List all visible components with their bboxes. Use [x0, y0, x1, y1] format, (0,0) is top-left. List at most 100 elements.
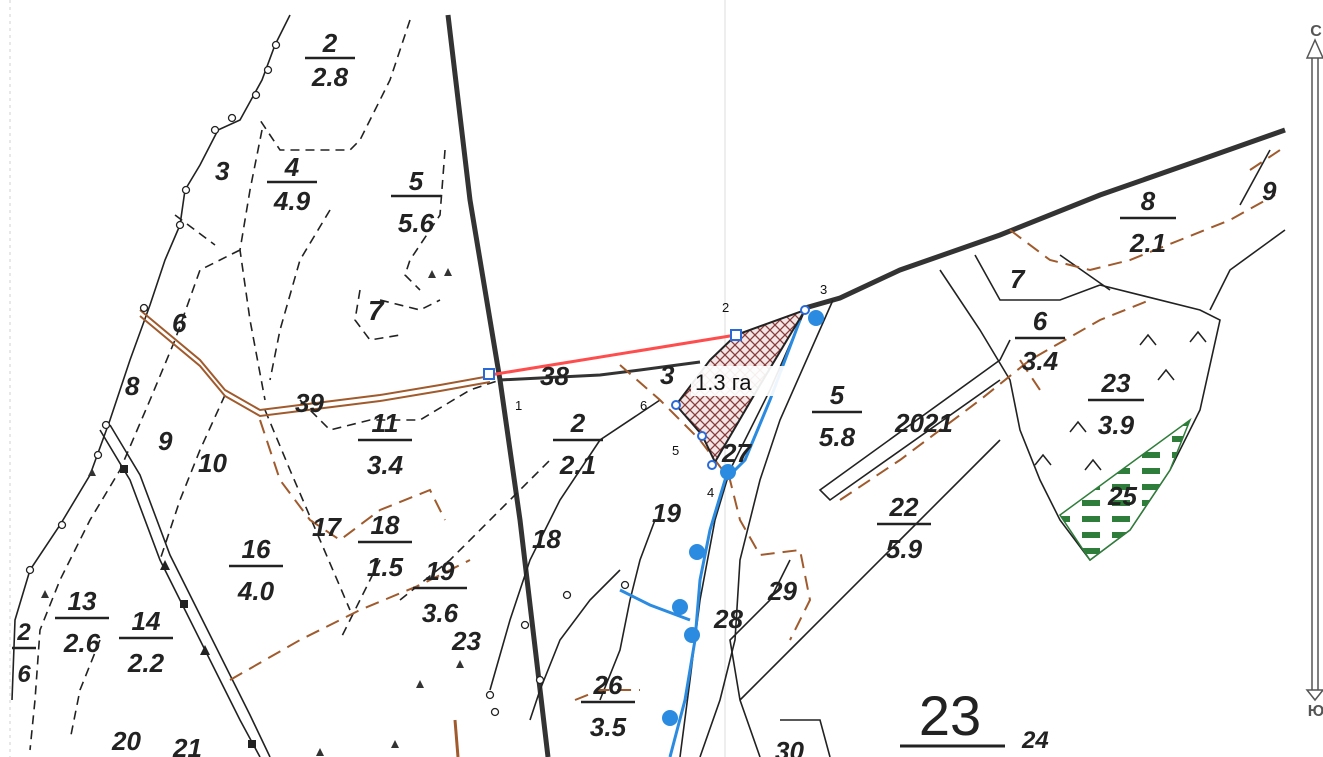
svg-text:3.9: 3.9	[1098, 410, 1135, 440]
fraction-q4: 4 4.9	[267, 152, 317, 216]
svg-text:19: 19	[426, 556, 455, 586]
svg-text:26: 26	[593, 670, 623, 700]
south-label: Ю	[1308, 703, 1323, 720]
label-28: 28	[713, 604, 743, 634]
label-20: 20	[111, 726, 141, 756]
svg-text:2: 2	[570, 408, 586, 438]
label-30: 30	[775, 736, 804, 757]
fraction-q14: 14 2.2	[119, 606, 173, 678]
south-arrow-icon	[1305, 689, 1323, 702]
svg-text:11: 11	[372, 408, 399, 438]
fraction-q19: 19 3.6	[413, 556, 467, 628]
brown-road	[139, 309, 491, 757]
road-markers	[120, 465, 256, 748]
svg-text:5.6: 5.6	[398, 208, 435, 238]
vertex-label-6: 6	[640, 398, 647, 413]
svg-text:23: 23	[1101, 368, 1131, 398]
fraction-q13: 13 2.6	[55, 586, 109, 658]
main-boundaries	[445, 14, 1286, 757]
svg-text:2: 2	[16, 619, 31, 646]
fraction-q23: 23 3.9	[1088, 368, 1144, 440]
boundary-nodes	[25, 40, 630, 717]
compass: С Ю	[1305, 23, 1323, 720]
svg-text:3.6: 3.6	[422, 598, 459, 628]
svg-text:1.5: 1.5	[367, 552, 404, 582]
fraction-q5b: 5 5.8	[812, 380, 862, 452]
label-7-center: 7	[368, 295, 385, 326]
vertex-label-3: 3	[820, 282, 827, 297]
fraction-q5a: 5 5.6	[391, 166, 441, 238]
svg-text:3.5: 3.5	[590, 712, 627, 742]
svg-text:13: 13	[68, 586, 97, 616]
svg-text:2.8: 2.8	[311, 62, 349, 92]
label-3-top: 3	[215, 156, 230, 186]
fraction-q8: 8 2.1	[1120, 186, 1176, 258]
label-8: 8	[125, 371, 140, 401]
fraction-q2: 2 2.8	[305, 28, 355, 92]
plot-vertices[interactable]	[483, 305, 810, 470]
svg-text:22: 22	[889, 492, 919, 522]
area-label-bg	[691, 366, 785, 396]
vertex-label-5: 5	[672, 443, 679, 458]
vertex-label-4: 4	[707, 485, 714, 500]
svg-text:2.1: 2.1	[1129, 228, 1166, 258]
svg-text:5.9: 5.9	[886, 534, 923, 564]
tree-symbols	[41, 268, 464, 756]
label-24: 24	[1021, 727, 1049, 754]
svg-text:3.4: 3.4	[1022, 346, 1059, 376]
svg-text:4.9: 4.9	[273, 186, 311, 216]
svg-text:5.8: 5.8	[819, 422, 856, 452]
label-38: 38	[540, 361, 569, 391]
label-2021: 2021	[894, 408, 953, 438]
svg-text:2.6: 2.6	[63, 628, 101, 658]
svg-text:2.2: 2.2	[127, 648, 165, 678]
fraction-q16: 16 4.0	[229, 534, 283, 606]
fraction-q18: 18 1.5	[358, 510, 412, 582]
big-label-23: 23	[919, 684, 981, 747]
label-29: 29	[767, 576, 797, 606]
river	[619, 319, 802, 757]
label-6: 6	[172, 308, 187, 338]
vegetation-symbols	[1034, 330, 1207, 471]
north-label: С	[1310, 23, 1322, 40]
svg-text:6: 6	[17, 661, 31, 688]
svg-text:5: 5	[409, 166, 424, 196]
vertex-label-1: 1	[515, 398, 522, 413]
svg-text:2: 2	[322, 28, 338, 58]
fraction-q6: 6 3.4	[1015, 306, 1065, 376]
vertex-label-2: 2	[722, 300, 729, 315]
label-27: 27	[721, 438, 752, 468]
svg-text:3.4: 3.4	[367, 450, 404, 480]
fraction-q11: 11 3.4	[358, 408, 412, 480]
fraction-q2c: 2 6	[12, 619, 36, 688]
label-19: 19	[652, 498, 681, 528]
plot-area-label: 1.3 га	[695, 370, 752, 395]
label-21: 21	[172, 733, 202, 757]
fraction-q2b: 2 2.1	[553, 408, 603, 480]
brown-dashed-lines	[229, 149, 1281, 701]
label-25: 25	[1107, 481, 1137, 511]
svg-text:2.1: 2.1	[559, 450, 596, 480]
dashed-lines	[29, 19, 551, 751]
label-3-plot: 3	[660, 360, 675, 390]
svg-text:8: 8	[1141, 186, 1156, 216]
svg-text:16: 16	[242, 534, 271, 564]
label-9: 9	[158, 426, 173, 456]
svg-text:6: 6	[1033, 306, 1048, 336]
north-arrow-icon	[1305, 38, 1323, 59]
fraction-q22: 22 5.9	[877, 492, 931, 564]
svg-text:4: 4	[284, 152, 300, 182]
label-17: 17	[312, 512, 342, 542]
label-10: 10	[198, 448, 227, 478]
plot-boundary-red	[489, 333, 737, 377]
svg-text:5: 5	[830, 380, 845, 410]
label-7-right: 7	[1010, 264, 1026, 294]
label-18: 18	[532, 524, 561, 554]
svg-text:14: 14	[132, 606, 161, 636]
svg-text:4.0: 4.0	[237, 576, 275, 606]
label-39: 39	[295, 388, 324, 418]
fraction-q26: 26 3.5	[581, 670, 635, 742]
river-points	[662, 310, 824, 726]
label-23-small: 23	[451, 626, 481, 656]
